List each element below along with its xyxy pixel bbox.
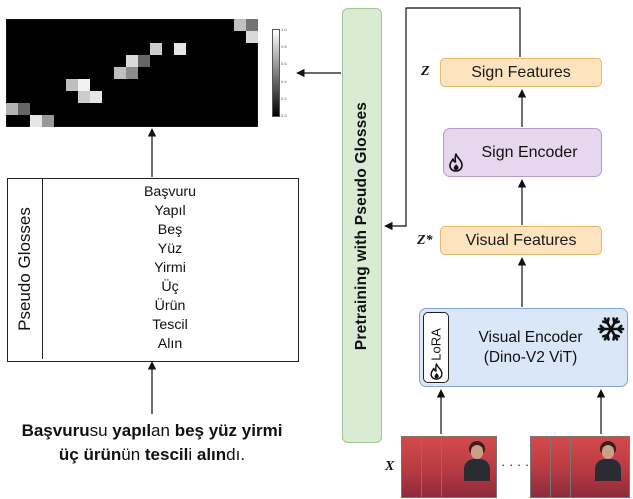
sentence-gloss-fragment: yirmi üç ürün	[58, 421, 283, 464]
x-label: X	[385, 459, 395, 474]
colorbar-tick-label: 0.6	[281, 61, 287, 67]
heatmap-cell	[150, 43, 162, 55]
z-label: Z	[421, 64, 430, 79]
sentence-suffix: an	[151, 421, 175, 440]
heatmap-cell	[6, 103, 18, 115]
similarity-heatmap	[6, 19, 258, 127]
heatmap-cell	[234, 19, 246, 31]
visual-features-box: Visual Features	[440, 226, 602, 255]
colorbar-tick-label: 0.0	[281, 113, 287, 118]
gloss-word: Yüz	[157, 241, 183, 257]
colorbar-tick-label: 0.8	[281, 44, 287, 50]
sentence-gloss-fragment: Başvuru	[21, 421, 90, 440]
sentence-suffix: i	[188, 445, 197, 464]
gloss-word: Başvuru	[143, 184, 197, 200]
heatmap-cell	[246, 19, 258, 31]
sentence-suffix: su	[89, 421, 113, 440]
flame-icon	[449, 153, 463, 172]
visual-encoder-model: (Dino-V2 ViT)	[483, 348, 578, 366]
sentence-gloss-fragment: beş yüz	[174, 421, 238, 440]
gloss-word: Üç	[161, 279, 179, 295]
lora-flame-icon	[430, 363, 443, 380]
heatmap-cell	[246, 31, 258, 43]
heatmap-cell	[42, 115, 54, 127]
heatmap-cell	[78, 79, 90, 91]
gloss-word: Ürün	[154, 298, 186, 314]
heatmap-cell	[126, 67, 138, 79]
sentence-gloss-fragment: tescil	[144, 445, 189, 464]
arrow-sign-features-to-pretraining	[384, 7, 521, 231]
z-star-label: Z*	[417, 233, 433, 248]
pretraining-box: Pretraining with Pseudo Glosses	[342, 8, 382, 443]
sign-encoder-label: Sign Encoder	[481, 143, 578, 161]
gloss-word: Yapıl	[154, 203, 186, 219]
video-frame	[570, 436, 630, 498]
video-frames-right	[530, 436, 630, 498]
heatmap-cell	[78, 91, 90, 103]
sentence-gloss-fragment: alın	[196, 445, 227, 464]
gloss-word: Yirmi	[154, 260, 186, 276]
colorbar-tick-label: 0.2	[281, 95, 287, 101]
sentence-suffix: ün	[121, 445, 145, 464]
sentence-suffix: dı.	[226, 445, 246, 464]
gloss-word: Tescil	[152, 317, 188, 333]
heatmap-cell	[18, 103, 30, 115]
gloss-word: Alın	[157, 336, 183, 352]
visual-encoder-name: Visual Encoder	[478, 328, 583, 346]
heatmap-colorbar	[272, 29, 280, 117]
pseudo-glosses-title-cell: Pseudo Glosses	[8, 179, 43, 359]
heatmap-cell	[174, 43, 186, 55]
heatmap-cell	[138, 55, 150, 67]
lora-box: LoRA	[423, 312, 449, 383]
visual-features-label: Visual Features	[465, 231, 577, 249]
heatmap-cell	[90, 91, 102, 103]
sign-encoder-box: Sign Encoder	[443, 128, 602, 177]
sentence-gloss-fragment: yapıl	[112, 421, 152, 440]
snowflake-icon	[597, 317, 625, 341]
frames-ellipsis: · · · ·	[501, 457, 530, 472]
sign-features-box: Sign Features	[440, 58, 602, 87]
sign-features-label: Sign Features	[471, 63, 571, 81]
visual-encoder-box: Visual Encoder (Dino-V2 ViT)	[419, 308, 628, 387]
video-frames-left	[401, 436, 497, 498]
spoken-sentence: Başvurusu yapılan beş yüz yirmi üç ürünü…	[14, 419, 290, 467]
colorbar-tick-label: 1.0	[281, 27, 287, 32]
colorbar-tick-label: 0.4	[281, 78, 287, 84]
colorbar-ticks: 1.0 0.8 0.6 0.4 0.2 0.0	[281, 27, 293, 119]
heatmap-cell	[30, 115, 42, 127]
heatmap-cell	[66, 79, 78, 91]
gloss-word: Beş	[157, 222, 183, 238]
heatmap-cell	[126, 55, 138, 67]
video-frame	[441, 436, 497, 498]
heatmap-cell	[114, 67, 126, 79]
